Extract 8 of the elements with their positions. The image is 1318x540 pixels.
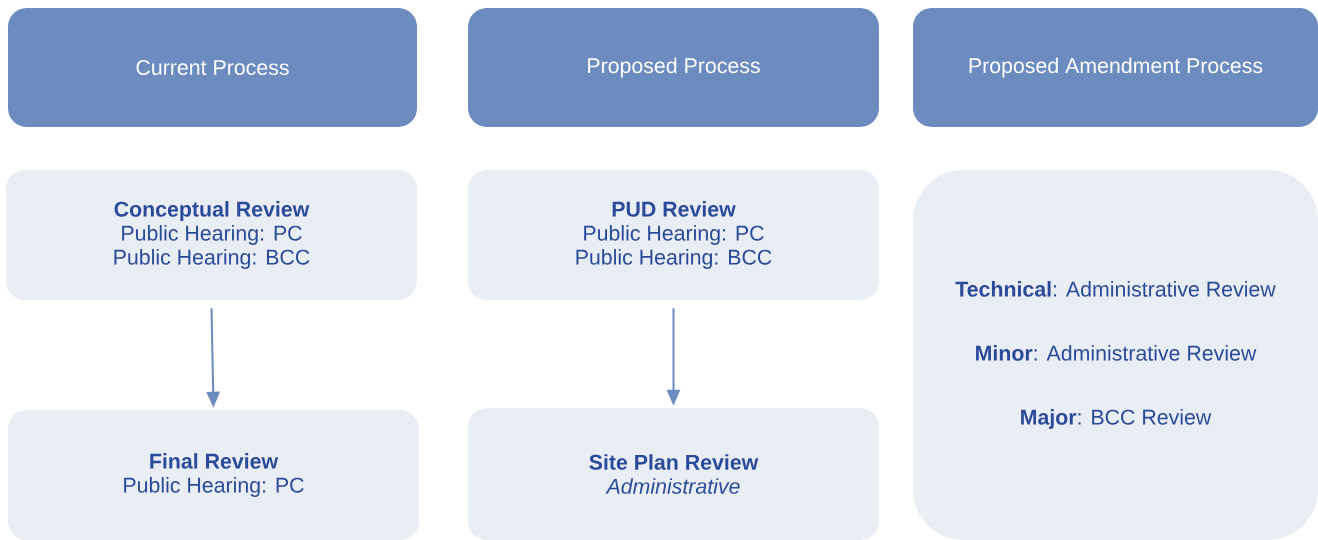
- process-box: Conceptual Review Public Hearing: PC Public Hearing: BCC: [6, 170, 417, 300]
- header-box: Current Process: [7, 8, 418, 127]
- header-box: Proposed Process: [468, 8, 879, 127]
- process-box: PUD Review Public Hearing: PC Public Hearing: BCC: [468, 170, 879, 300]
- amendment-box: Technical: Administrative Review Minor: Administrative Review Major: BCC Review: [912, 170, 1318, 540]
- process-box: Final Review Public Hearing: PC: [8, 410, 419, 540]
- header-box: Proposed Amendment Process: [912, 8, 1318, 127]
- process-box: Site Plan Review Administrative: [468, 408, 879, 540]
